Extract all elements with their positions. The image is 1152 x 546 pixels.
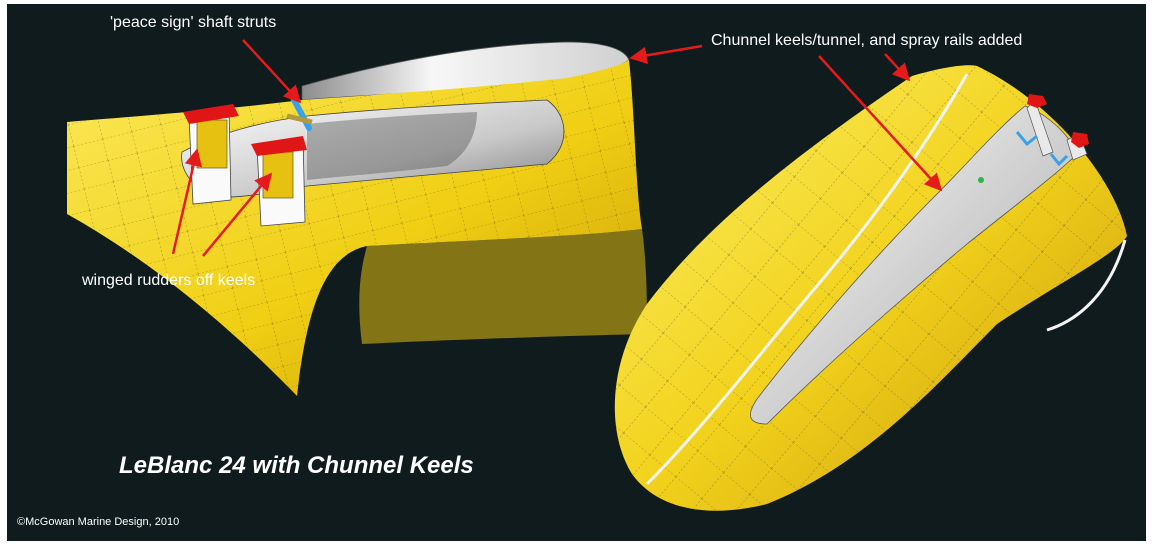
spray-rail [645,73,969,486]
right-rudder-blade [262,151,294,199]
arrow-rudder-left [171,148,202,255]
right-hull-bottom-view [614,65,1127,511]
annotation-chunnel: Chunnel keels/tunnel, and spray rails ad… [711,32,1023,49]
diagram-title: LeBlanc 24 with Chunnel Keels [119,452,474,479]
arrow-chunnel-rail [884,53,911,82]
arrow-chunnel-bow [629,44,703,65]
left-rudder-blade [196,119,228,169]
diagram-canvas: 'peace sign' shaft struts Chunnel keels/… [7,4,1146,541]
chunnel-tunnel [750,105,1078,425]
hull-renderings [67,39,1127,511]
annotation-struts: 'peace sign' shaft struts [110,14,277,31]
rudder-tip-upper [1027,94,1047,108]
rudder-tip-lower [1071,132,1089,148]
arrow-chunnel-tunnel [818,55,943,192]
arrow-rudder-right [202,172,273,257]
arrow-struts [242,39,302,104]
annotation-arrows [171,39,943,257]
annotation-rudders: winged rudders off keels [82,272,256,289]
right-rudder-wing [251,136,307,156]
left-hull-stern-view [67,41,647,396]
left-rudder-wing [183,104,239,124]
copyright-notice: ©McGowan Marine Design, 2010 [17,516,180,528]
left-hull-transom [359,229,647,344]
